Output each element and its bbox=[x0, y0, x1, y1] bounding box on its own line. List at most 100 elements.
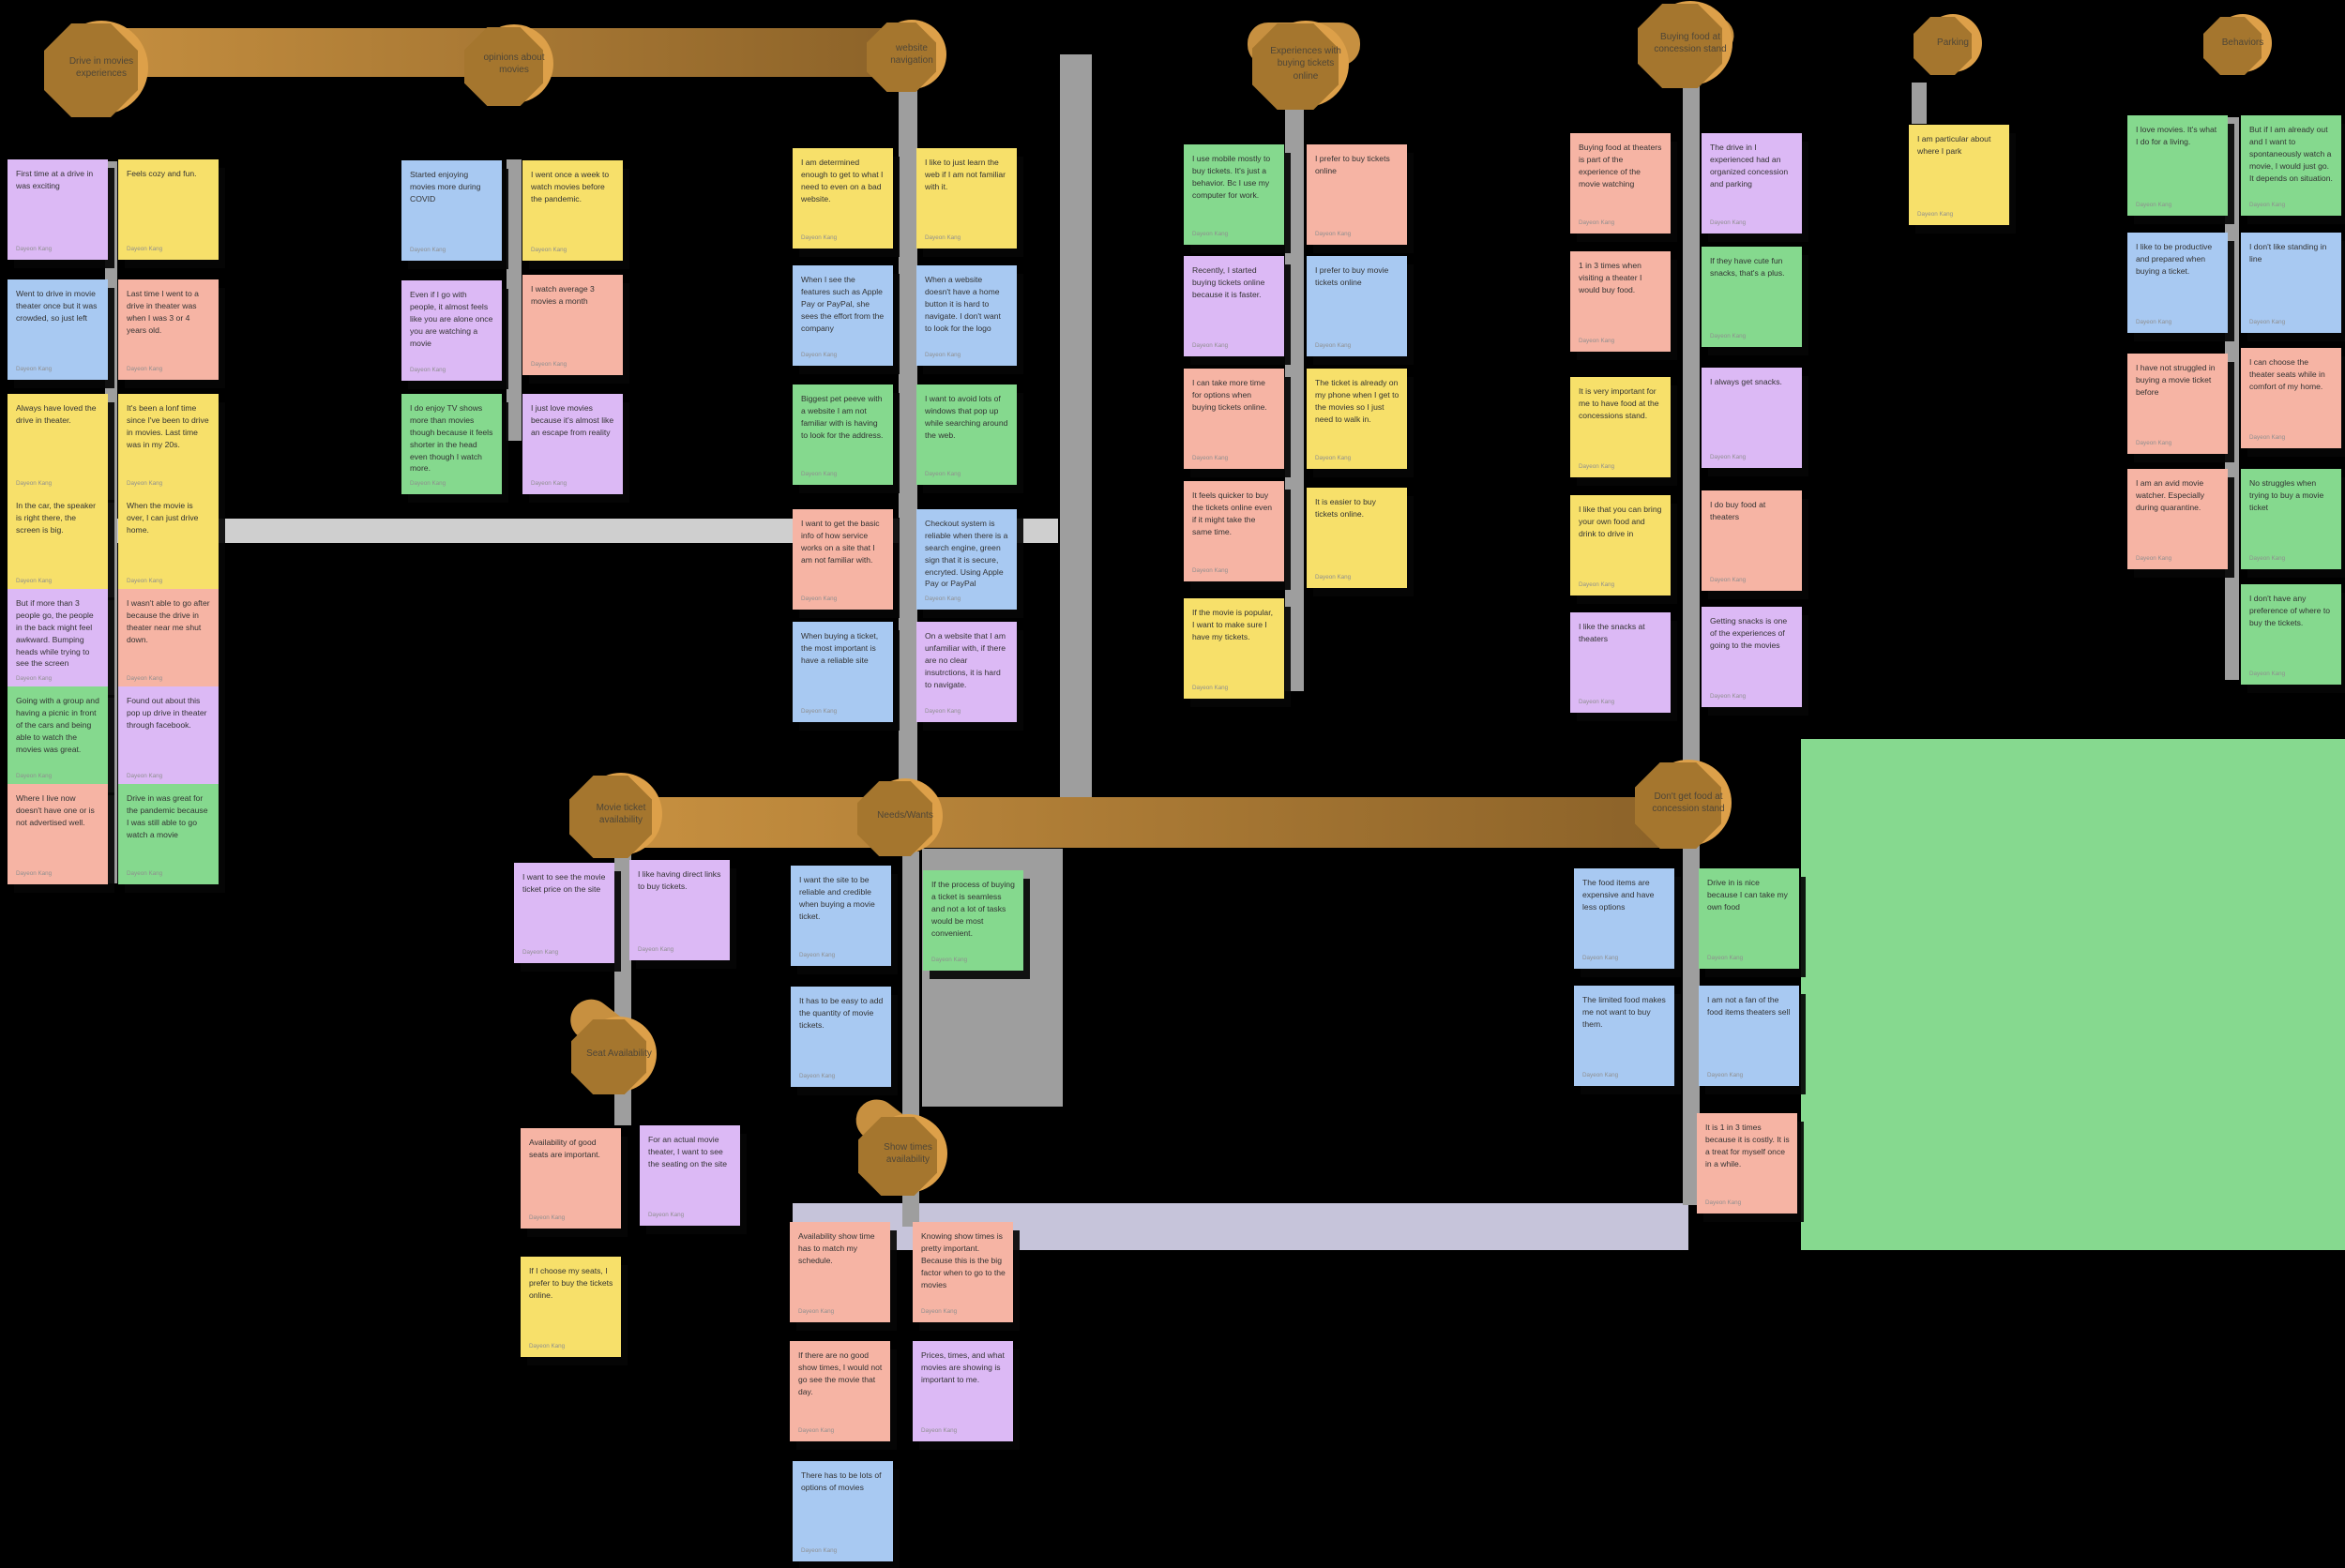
sticky-note[interactable]: If I choose my seats, I prefer to buy th… bbox=[521, 1257, 621, 1357]
category-bubble-parking[interactable]: Parking bbox=[1924, 14, 1982, 72]
sticky-note[interactable]: I am an avid movie watcher. Especially d… bbox=[2127, 469, 2228, 569]
sticky-note[interactable]: I like to just learn the web if I am not… bbox=[916, 148, 1017, 249]
sticky-note[interactable]: The limited food makes me not want to bu… bbox=[1574, 986, 1674, 1086]
sticky-note[interactable]: If there are no good show times, I would… bbox=[790, 1341, 890, 1441]
sticky-note[interactable]: Found out about this pop up drive in the… bbox=[118, 686, 219, 787]
sticky-note[interactable]: I want the site to be reliable and credi… bbox=[791, 866, 891, 966]
sticky-note[interactable]: I can choose the theater seats while in … bbox=[2241, 348, 2341, 448]
sticky-note[interactable]: It is 1 in 3 times because it is costly.… bbox=[1697, 1113, 1797, 1214]
sticky-note[interactable]: Even if I go with people, it almost feel… bbox=[401, 280, 502, 381]
sticky-note[interactable]: Getting snacks is one of the experiences… bbox=[1702, 607, 1802, 707]
sticky-note[interactable]: Going with a group and having a picnic i… bbox=[8, 686, 108, 787]
sticky-note[interactable]: It feels quicker to buy the tickets onli… bbox=[1184, 481, 1284, 581]
section-green-region[interactable] bbox=[1801, 739, 2345, 1250]
sticky-note[interactable]: I always get snacks.Dayeon Kang bbox=[1702, 368, 1802, 468]
category-bubble-showtimes[interactable]: Show times availability bbox=[869, 1114, 947, 1193]
sticky-note[interactable]: The food items are expensive and have le… bbox=[1574, 868, 1674, 969]
sticky-note[interactable]: Started enjoying movies more during COVI… bbox=[401, 160, 502, 261]
sticky-note[interactable]: It has to be easy to add the quantity of… bbox=[791, 987, 891, 1087]
sticky-note[interactable]: I went once a week to watch movies befor… bbox=[522, 160, 623, 261]
sticky-note[interactable]: On a website that I am unfamiliar with, … bbox=[916, 622, 1017, 722]
sticky-note[interactable]: I don't have any preference of where to … bbox=[2241, 584, 2341, 685]
section-lightgray-band[interactable] bbox=[83, 519, 1058, 543]
sticky-note[interactable]: Went to drive in movie theater once but … bbox=[8, 279, 108, 380]
sticky-note[interactable]: The ticket is already on my phone when I… bbox=[1307, 369, 1407, 469]
sticky-note[interactable]: When a website doesn't have a home butto… bbox=[916, 265, 1017, 366]
sticky-note[interactable]: I love movies. It's what I do for a livi… bbox=[2127, 115, 2228, 216]
sticky-note[interactable]: If they have cute fun snacks, that's a p… bbox=[1702, 247, 1802, 347]
sticky-note[interactable]: The drive in I experienced had an organi… bbox=[1702, 133, 1802, 234]
sticky-note[interactable]: It is very important for me to have food… bbox=[1570, 377, 1671, 477]
sticky-note[interactable]: It's been a lonf time since I've been to… bbox=[118, 394, 219, 494]
sticky-note[interactable]: When buying a ticket, the most important… bbox=[793, 622, 893, 722]
sticky-note[interactable]: I am determined enough to get to what I … bbox=[793, 148, 893, 249]
sticky-note[interactable]: 1 in 3 times when visiting a theater I w… bbox=[1570, 251, 1671, 352]
sticky-note[interactable]: It is easier to buy tickets online.Dayeo… bbox=[1307, 488, 1407, 588]
sticky-note[interactable]: But if I am already out and I want to sp… bbox=[2241, 115, 2341, 216]
connector-line[interactable] bbox=[899, 89, 917, 807]
category-bubble-concession-food[interactable]: Buying food at concession stand bbox=[1648, 1, 1732, 85]
connector-line[interactable] bbox=[2225, 117, 2239, 680]
sticky-note[interactable]: I can take more time for options when bu… bbox=[1184, 369, 1284, 469]
sticky-note[interactable]: There has to be lots of options of movie… bbox=[793, 1461, 893, 1561]
category-bubble-no-concession-food[interactable]: Don't get food at concession stand bbox=[1645, 760, 1732, 846]
sticky-note[interactable]: Feels cozy and fun.Dayeon Kang bbox=[118, 159, 219, 260]
sticky-note[interactable]: I want to get the basic info of how serv… bbox=[793, 509, 893, 610]
sticky-note[interactable]: I am not a fan of the food items theater… bbox=[1699, 986, 1799, 1086]
sticky-note[interactable]: I use mobile mostly to buy tickets. It's… bbox=[1184, 144, 1284, 245]
sticky-note[interactable]: I wasn't able to go after because the dr… bbox=[118, 589, 219, 689]
sticky-note[interactable]: I have not struggled in buying a movie t… bbox=[2127, 354, 2228, 454]
sticky-note[interactable]: Always have loved the drive in theater.D… bbox=[8, 394, 108, 494]
connector-line[interactable] bbox=[1285, 105, 1304, 691]
category-bubble-drive-in[interactable]: Drive in movies experiences bbox=[54, 21, 148, 114]
category-bubble-tickets-online[interactable]: Experiences with buying tickets online bbox=[1263, 21, 1349, 107]
sticky-note[interactable]: Recently, I started buying tickets onlin… bbox=[1184, 256, 1284, 356]
sticky-note[interactable]: Prices, times, and what movies are showi… bbox=[913, 1341, 1013, 1441]
sticky-note[interactable]: Drive in is nice because I can take my o… bbox=[1699, 868, 1799, 969]
sticky-note[interactable]: I like that you can bring your own food … bbox=[1570, 495, 1671, 596]
sticky-note[interactable]: I do enjoy TV shows more than movies tho… bbox=[401, 394, 502, 494]
sticky-note[interactable]: I want to see the movie ticket price on … bbox=[514, 863, 614, 963]
sticky-note[interactable]: If the movie is popular, I want to make … bbox=[1184, 598, 1284, 699]
category-bubble-ticket-availability[interactable]: Movie ticket availability bbox=[580, 773, 662, 855]
sticky-note[interactable]: I just love movies because it's almost l… bbox=[522, 394, 623, 494]
sticky-note[interactable]: I like having direct links to buy ticket… bbox=[629, 860, 730, 960]
category-bubble-needs-wants[interactable]: Needs/Wants bbox=[868, 778, 943, 853]
connector-line[interactable] bbox=[507, 159, 522, 441]
connector-line[interactable] bbox=[1683, 84, 1700, 1205]
sticky-note[interactable]: When the movie is over, I can just drive… bbox=[118, 491, 219, 592]
sticky-note[interactable]: No struggles when trying to buy a movie … bbox=[2241, 469, 2341, 569]
sticky-note[interactable]: When I see the features such as Apple Pa… bbox=[793, 265, 893, 366]
category-bubble-website-navigation[interactable]: website navigation bbox=[877, 20, 946, 89]
sticky-note[interactable]: In the car, the speaker is right there, … bbox=[8, 491, 108, 592]
connector-ribbon-middle[interactable] bbox=[619, 797, 1696, 848]
sticky-note[interactable]: For an actual movie theater, I want to s… bbox=[640, 1125, 740, 1226]
connector-line[interactable] bbox=[105, 161, 117, 883]
category-bubble-opinions[interactable]: opinions about movies bbox=[475, 24, 553, 103]
connector-line[interactable] bbox=[1912, 83, 1927, 124]
sticky-note[interactable]: I want to avoid lots of windows that pop… bbox=[916, 384, 1017, 485]
sticky-note[interactable]: Biggest pet peeve with a website I am no… bbox=[793, 384, 893, 485]
sticky-note[interactable]: Buying food at theaters is part of the e… bbox=[1570, 133, 1671, 234]
sticky-note[interactable]: Last time I went to a drive in theater w… bbox=[118, 279, 219, 380]
sticky-note[interactable]: Availability show time has to match my s… bbox=[790, 1222, 890, 1322]
category-bubble-seat-availability[interactable]: Seat Availability bbox=[582, 1017, 657, 1092]
sticky-note[interactable]: If the process of buying a ticket is sea… bbox=[923, 870, 1023, 971]
sticky-note[interactable]: Checkout system is reliable when there i… bbox=[916, 509, 1017, 610]
connector-line[interactable] bbox=[1060, 54, 1092, 805]
sticky-note[interactable]: Availability of good seats are important… bbox=[521, 1128, 621, 1229]
sticky-note[interactable]: I like to be productive and prepared whe… bbox=[2127, 233, 2228, 333]
sticky-note[interactable]: Drive in was great for the pandemic beca… bbox=[118, 784, 219, 884]
sticky-note[interactable]: Where I live now doesn't have one or is … bbox=[8, 784, 108, 884]
sticky-note[interactable]: Knowing show times is pretty important. … bbox=[913, 1222, 1013, 1322]
category-bubble-behaviors[interactable]: Behaviors bbox=[2214, 14, 2272, 72]
sticky-note[interactable]: But if more than 3 people go, the people… bbox=[8, 589, 108, 689]
